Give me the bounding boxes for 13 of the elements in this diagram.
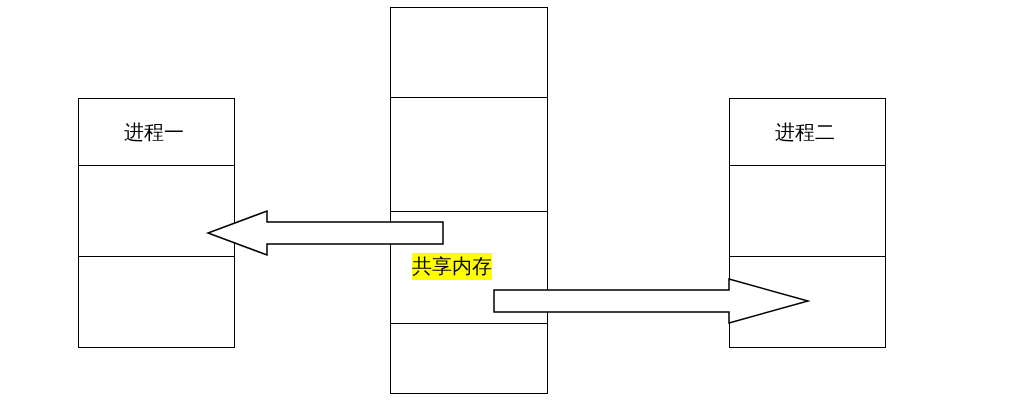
cell-label: 进程一	[124, 119, 184, 146]
empty-cell	[390, 97, 548, 212]
stack-cell	[729, 98, 886, 166]
cell-label: 共享内存	[412, 253, 492, 280]
empty-cell	[390, 323, 548, 394]
cell-label: 进程二	[775, 119, 835, 146]
stack-cell	[78, 98, 235, 166]
empty-cell	[78, 165, 235, 257]
empty-cell	[729, 165, 886, 257]
block-arrow	[205, 209, 444, 257]
empty-cell	[390, 7, 548, 98]
block-arrow	[493, 278, 811, 324]
empty-cell	[78, 256, 235, 348]
